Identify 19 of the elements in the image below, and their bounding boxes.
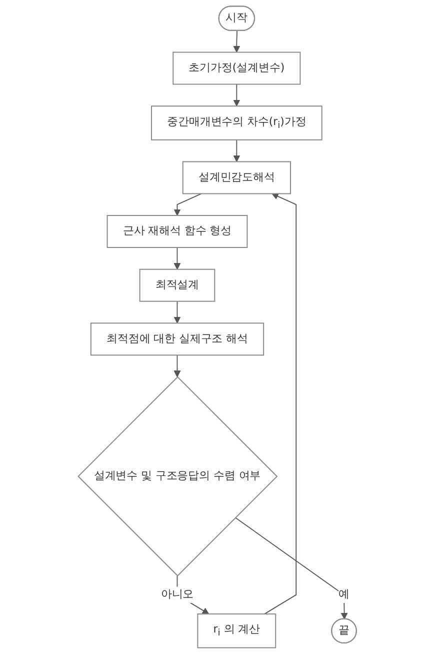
arrow	[173, 300, 180, 324]
arrow	[264, 193, 296, 614]
node-box: 초기가정(설계변수)	[172, 52, 300, 85]
edge-label: 예	[338, 588, 350, 601]
node-diamond: 설계변수 및 구조응답의 수렴 여부	[77, 376, 278, 576]
node-box: r$_{i}$ 의 계산	[196, 613, 276, 648]
node-box: 설계민감도해석	[182, 161, 291, 194]
arrow	[173, 193, 202, 216]
arrow	[232, 84, 240, 106]
arrow	[234, 517, 348, 620]
node-box: 최적설계	[138, 268, 215, 302]
node-box: 근사 재해석 함수 형성	[106, 215, 248, 248]
arrow	[232, 139, 240, 162]
arrow	[173, 354, 180, 378]
arrow	[173, 247, 180, 270]
edge-label: 아니오	[160, 588, 194, 601]
arrow	[232, 30, 240, 53]
node-box: 중간매개변수의 차수(r$_{i}$)가정	[150, 106, 322, 140]
node-box: 최적점에 대한 실제구조 해석	[90, 322, 264, 356]
